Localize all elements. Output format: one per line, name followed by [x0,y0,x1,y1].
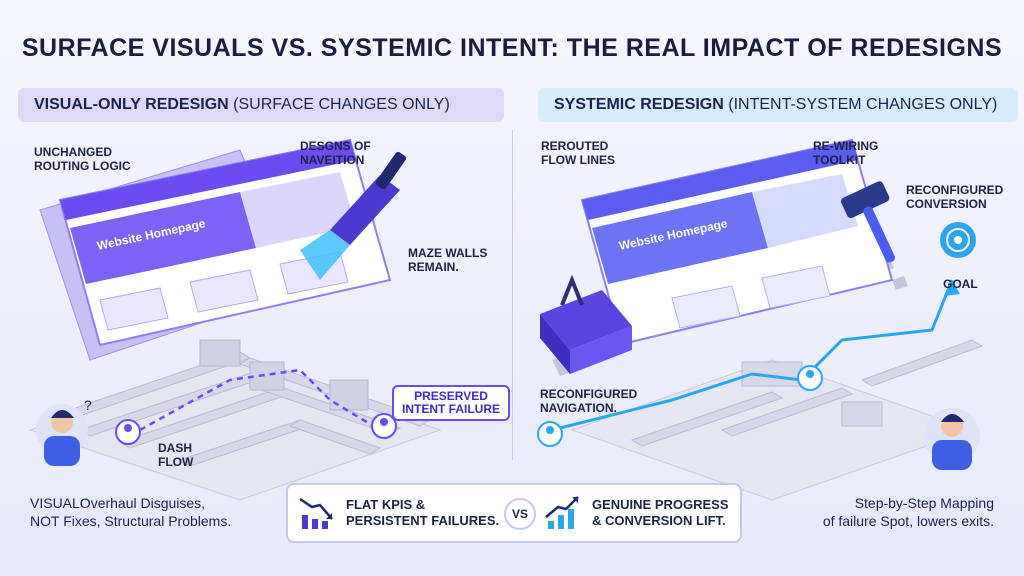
right-illustration: Website Homepage [537,138,984,501]
right-header-bold: SYSTEMIC REDESIGN [554,96,724,113]
comparison-box: FLAT KPIS &PERSISTENT FAILURES. VS GENUI… [286,483,742,543]
label-goal: GOAL [943,277,978,291]
confused-person-icon: ? [36,397,92,466]
left-header-bold: VISUAL-ONLY REDESIGN [34,96,229,113]
happy-person-icon [924,408,980,470]
left-maze [28,339,442,501]
right-browser [580,138,894,346]
flat-kpis-text: FLAT KPIS &PERSISTENT FAILURES. [346,497,500,528]
page-title: SURFACE VISUALS VS. SYSTEMIC INTENT: THE… [21,34,1003,62]
genuine-progress-text: GENUINE PROGRESS& CONVERSION LIFT. [592,497,729,528]
left-header-rest: (SURFACE CHANGES ONLY) [228,96,450,113]
hammer-icon [840,181,896,263]
goal-target-icon [940,222,976,258]
vs-badge: VS [504,498,536,530]
right-header-rest: (INTENT-SYSTEM CHANGES ONLY) [723,96,998,113]
rising-chart-icon [545,496,579,529]
svg-text:?: ? [84,397,92,413]
declining-chart-icon [299,497,333,529]
right-panel-header: SYSTEMIC REDESIGN (INTENT-SYSTEM CHANGES… [538,88,1018,122]
left-dash-flow-path [139,368,381,432]
paint-brush-icon [300,151,407,280]
left-caption: VISUALOverhaul Disguises,NOT Fixes, Stru… [30,495,232,529]
left-illustration: Website Homepage ? [28,138,442,501]
left-panel-header: VISUAL-ONLY REDESIGN (SURFACE CHANGES ON… [18,88,504,122]
toolbox-icon [540,274,632,374]
panel-divider [512,130,513,460]
left-browser-stack [39,138,392,361]
